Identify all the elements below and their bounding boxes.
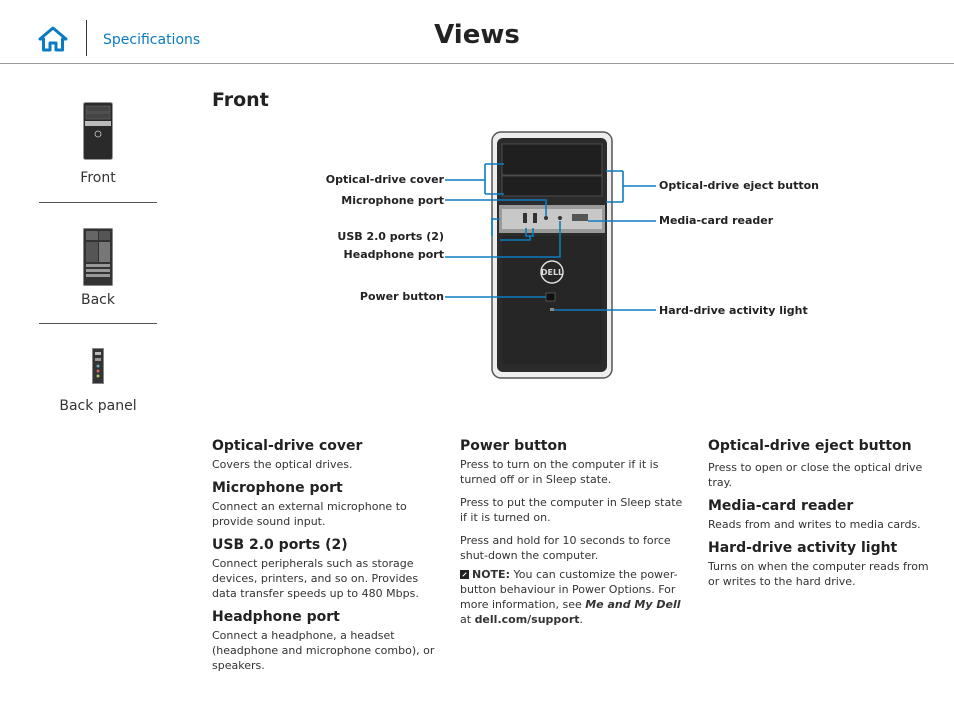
item-description: Connect a headphone, a headset (headphon… [212, 629, 435, 672]
description-column-1: Optical-drive cover Covers the optical d… [212, 438, 444, 681]
callout-usb-ports: USB 2.0 ports (2) [337, 230, 444, 243]
power-button-shape [545, 292, 556, 302]
item-title: Microphone port [212, 480, 343, 496]
specifications-link[interactable]: Specifications [103, 32, 201, 48]
note-label: NOTE: [472, 568, 510, 581]
hdd-light-shape [550, 308, 554, 311]
note: NOTE: You can customize the power-button… [460, 567, 692, 627]
sidebar-item-label: Back [81, 292, 115, 308]
note-text: You can customize the power-button behav… [460, 568, 678, 611]
front-view-thumbnail [83, 102, 113, 160]
note-link: Me and My Dell [585, 598, 681, 611]
callout-optical-eject: Optical-drive eject button [659, 179, 819, 192]
description-column-3: Optical-drive eject button Press to open… [708, 438, 940, 597]
home-icon[interactable] [38, 26, 68, 52]
usb-port [533, 213, 537, 223]
sidebar-divider [39, 202, 157, 203]
callout-hdd-light: Hard-drive activity light [659, 304, 808, 317]
dell-logo [540, 260, 564, 284]
callout-line-optical-eject [606, 170, 656, 203]
item-description: Press to turn on the computer if it is t… [460, 458, 659, 486]
item-description: Reads from and writes to media cards. [708, 518, 921, 531]
item-title: Media-card reader [708, 498, 854, 514]
item-description: Press and hold for 10 seconds to force s… [460, 534, 671, 562]
item-description: Covers the optical drives. [212, 458, 353, 471]
note-end: . [579, 613, 584, 626]
callout-line-optical-cover [445, 163, 504, 195]
page-title: Views [434, 20, 520, 50]
item-description: Turns on when the computer reads from or… [708, 560, 929, 588]
description-column-2: Power button Press to turn on the comput… [460, 438, 692, 635]
card-reader-slot [572, 214, 588, 221]
note-url: dell.com/support [474, 613, 580, 626]
sidebar-item-label: Front [80, 170, 116, 186]
item-title: Optical-drive cover [212, 438, 363, 454]
note-icon [460, 570, 469, 579]
callout-optical-drive-cover: Optical-drive cover [325, 173, 444, 186]
callout-line-microphone [445, 199, 547, 216]
sidebar-item-label: Back panel [59, 398, 137, 414]
item-description: Press to put the computer in Sleep state… [460, 496, 683, 524]
item-description: Connect an external microphone to provid… [212, 500, 407, 528]
sidebar-divider [39, 323, 157, 324]
item-description: Connect peripherals such as storage devi… [212, 557, 419, 600]
headphone-jack [558, 216, 562, 220]
sidebar-item-front[interactable]: Front [39, 92, 157, 202]
logo-text: DELL [541, 268, 563, 277]
callout-headphone-port: Headphone port [343, 248, 444, 261]
header-divider [86, 20, 87, 56]
item-title: Optical-drive eject button [708, 438, 912, 454]
views-sidebar: Front Back Back panel [39, 92, 157, 434]
optical-bay-upper [501, 143, 603, 176]
note-at: at [460, 613, 475, 626]
item-title: USB 2.0 ports (2) [212, 537, 348, 553]
back-panel-thumbnail [92, 348, 104, 384]
front-view-diagram: DELL Optical-drive cover Microphone port… [320, 128, 820, 384]
section-title: Front [212, 89, 269, 111]
usb-port [523, 213, 527, 223]
callout-microphone-port: Microphone port [341, 194, 444, 207]
microphone-jack [544, 216, 548, 220]
callout-media-card: Media-card reader [659, 214, 774, 227]
back-view-thumbnail [83, 228, 113, 286]
callout-line-usb [491, 218, 534, 241]
callout-power-button: Power button [359, 290, 444, 303]
sidebar-item-back-panel[interactable]: Back panel [39, 324, 157, 434]
item-title: Headphone port [212, 609, 340, 625]
callout-line-headphone [445, 221, 561, 258]
sidebar-item-back[interactable]: Back [39, 203, 157, 323]
item-title: Hard-drive activity light [708, 540, 898, 556]
item-description: Press to open or close the optical drive… [708, 461, 923, 489]
item-title: Power button [460, 438, 568, 454]
computer-front-illustration: DELL [445, 131, 656, 379]
optical-bay-lower [501, 175, 603, 197]
page-header: Specifications Views [0, 0, 954, 64]
